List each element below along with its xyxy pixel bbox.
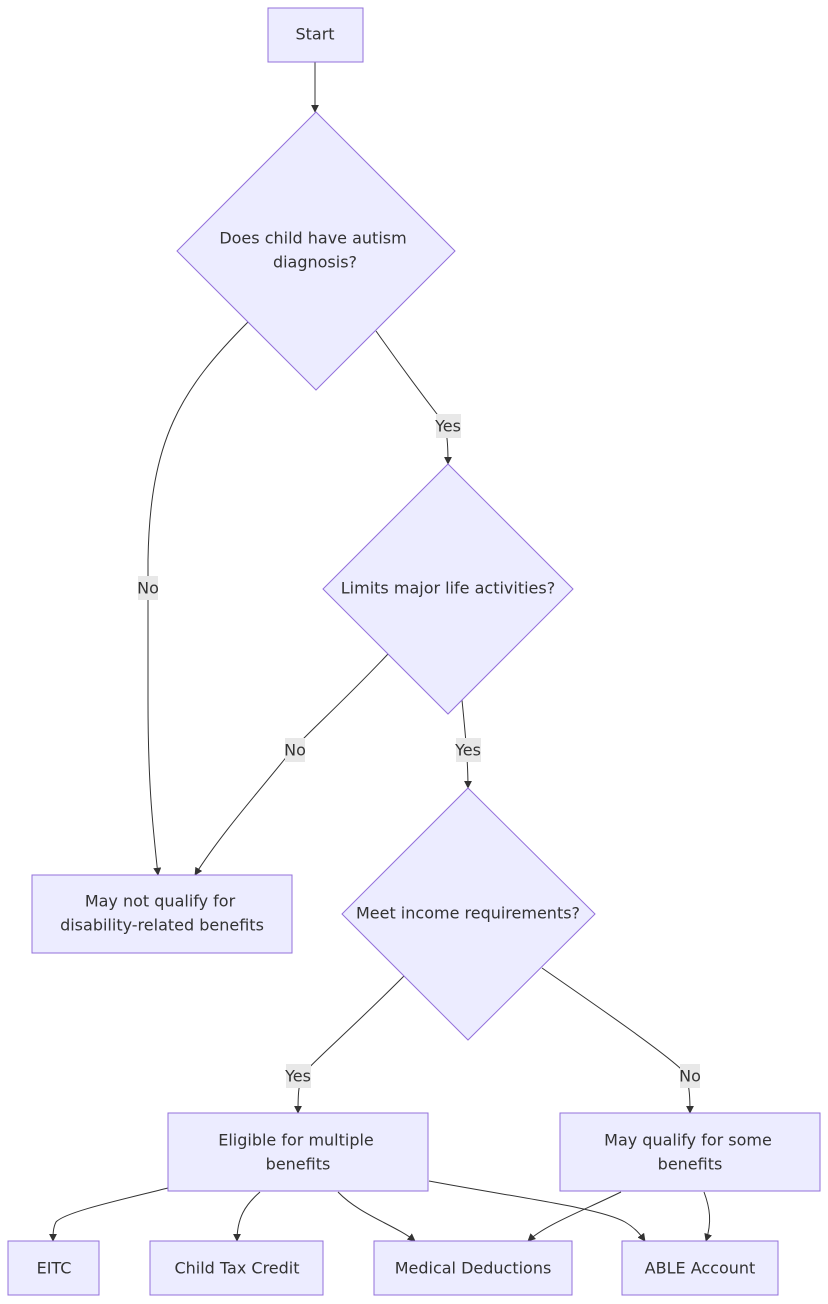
decision-income-requirements: Meet income requirements?: [341, 787, 596, 1041]
edge-labels: Yes No No Yes Yes No: [137, 414, 701, 1088]
decision-limits-activities: Limits major life activities?: [322, 463, 574, 715]
edge-eligible-to-medical: [337, 1191, 416, 1242]
node-qualify-some-line-2: benefits: [658, 1155, 723, 1174]
decision-income-label: Meet income requirements?: [356, 904, 580, 923]
decision-autism-diagnosis: Does child have autism diagnosis?: [176, 111, 456, 391]
decision-autism-line-1: Does child have autism: [219, 229, 406, 248]
node-start-label: Start: [295, 25, 334, 44]
node-qualify-some: May qualify for some benefits: [559, 1112, 821, 1192]
node-eitc-label: EITC: [37, 1259, 72, 1278]
node-medical-label: Medical Deductions: [395, 1259, 552, 1278]
edge-some-to-able: [703, 1191, 712, 1242]
node-not-qualify: May not qualify for disability-related b…: [31, 874, 293, 954]
edge-label-income-yes: Yes: [284, 1067, 311, 1086]
edge-label-limits-yes: Yes: [454, 741, 481, 760]
decision-limits-label: Limits major life activities?: [341, 579, 555, 598]
nodes: Start Does child have autism diagnosis? …: [7, 7, 821, 1296]
node-eligible-multiple: Eligible for multiple benefits: [167, 1112, 429, 1192]
edge-eligible-to-able: [428, 1180, 646, 1242]
decision-autism-line-2: diagnosis?: [273, 253, 357, 272]
edge-autism-yes: [375, 330, 452, 465]
node-ctc-label: Child Tax Credit: [174, 1259, 299, 1278]
edge-autism-no: [147, 321, 249, 876]
edge-income-no: [541, 967, 694, 1114]
edge-some-to-medical: [527, 1191, 622, 1242]
node-not-qualify-line-2: disability-related benefits: [60, 916, 264, 935]
node-eligible-line-2: benefits: [266, 1155, 331, 1174]
edge-eligible-to-eitc: [49, 1187, 169, 1242]
edge-label-limits-no: No: [284, 741, 306, 760]
node-able-account: ABLE Account: [621, 1240, 779, 1296]
node-child-tax-credit: Child Tax Credit: [149, 1240, 324, 1296]
edge-eligible-to-ctc: [233, 1191, 261, 1242]
node-qualify-some-line-1: May qualify for some: [604, 1131, 772, 1150]
node-not-qualify-line-1: May not qualify for: [85, 892, 236, 911]
edge-label-income-no: No: [679, 1067, 701, 1086]
node-eligible-line-1: Eligible for multiple: [218, 1131, 374, 1150]
node-start: Start: [267, 7, 364, 63]
edge-limits-no: [194, 653, 389, 876]
node-able-label: ABLE Account: [645, 1259, 756, 1278]
edge-label-autism-no: No: [137, 579, 159, 598]
node-medical-deductions: Medical Deductions: [373, 1240, 573, 1296]
edge-label-autism-yes: Yes: [434, 417, 461, 436]
edge-income-yes: [294, 974, 406, 1114]
node-eitc: EITC: [7, 1240, 100, 1296]
